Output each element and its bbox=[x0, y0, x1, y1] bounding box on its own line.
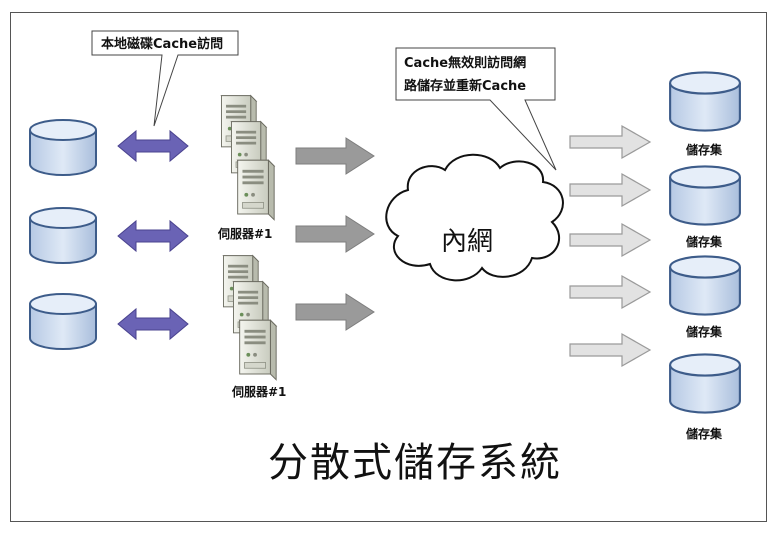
callout-local-disk bbox=[91, 30, 239, 127]
server-group-2 bbox=[222, 255, 277, 381]
local-disk-1 bbox=[28, 118, 98, 177]
storage-disk-2 bbox=[669, 165, 741, 226]
network-cloud bbox=[385, 153, 564, 282]
storage-label-2: 儲存集 bbox=[686, 234, 723, 249]
arrow-to-storage-1 bbox=[569, 124, 652, 160]
arrow-to-network-1 bbox=[295, 137, 375, 175]
server-icon bbox=[237, 159, 275, 221]
server-group-1 bbox=[220, 95, 275, 221]
callout-cache-miss-line1: Cache無效則訪問網 bbox=[404, 55, 526, 71]
double-arrow-1 bbox=[117, 129, 189, 163]
storage-disk-4 bbox=[669, 353, 741, 414]
arrow-to-network-3 bbox=[295, 293, 375, 331]
arrow-to-storage-3 bbox=[569, 222, 652, 258]
double-arrow-3 bbox=[117, 307, 189, 341]
server-group-1-label: 伺服器#1 bbox=[217, 226, 272, 241]
callout-cache-miss-line2: 路儲存並重新Cache bbox=[404, 78, 526, 94]
network-label: 內網 bbox=[441, 227, 493, 257]
storage-label-3: 儲存集 bbox=[686, 324, 723, 339]
arrow-to-storage-4 bbox=[569, 274, 652, 310]
callout-cache-miss bbox=[395, 47, 557, 171]
callout-local-disk-text: 本地磁碟Cache訪問 bbox=[101, 36, 223, 52]
storage-disk-1 bbox=[669, 71, 741, 132]
arrow-to-network-2 bbox=[295, 215, 375, 253]
local-disk-2 bbox=[28, 206, 98, 265]
server-group-2-label: 伺服器#1 bbox=[231, 384, 286, 399]
diagram-frame bbox=[10, 12, 767, 522]
arrow-to-storage-5 bbox=[569, 332, 652, 368]
diagram-title: 分散式儲存系統 bbox=[268, 440, 562, 486]
storage-disk-3 bbox=[669, 255, 741, 316]
double-arrow-2 bbox=[117, 219, 189, 253]
storage-label-1: 儲存集 bbox=[686, 142, 723, 157]
storage-label-4: 儲存集 bbox=[686, 426, 723, 441]
server-icon bbox=[239, 319, 277, 381]
arrow-to-storage-2 bbox=[569, 172, 652, 208]
local-disk-3 bbox=[28, 292, 98, 351]
